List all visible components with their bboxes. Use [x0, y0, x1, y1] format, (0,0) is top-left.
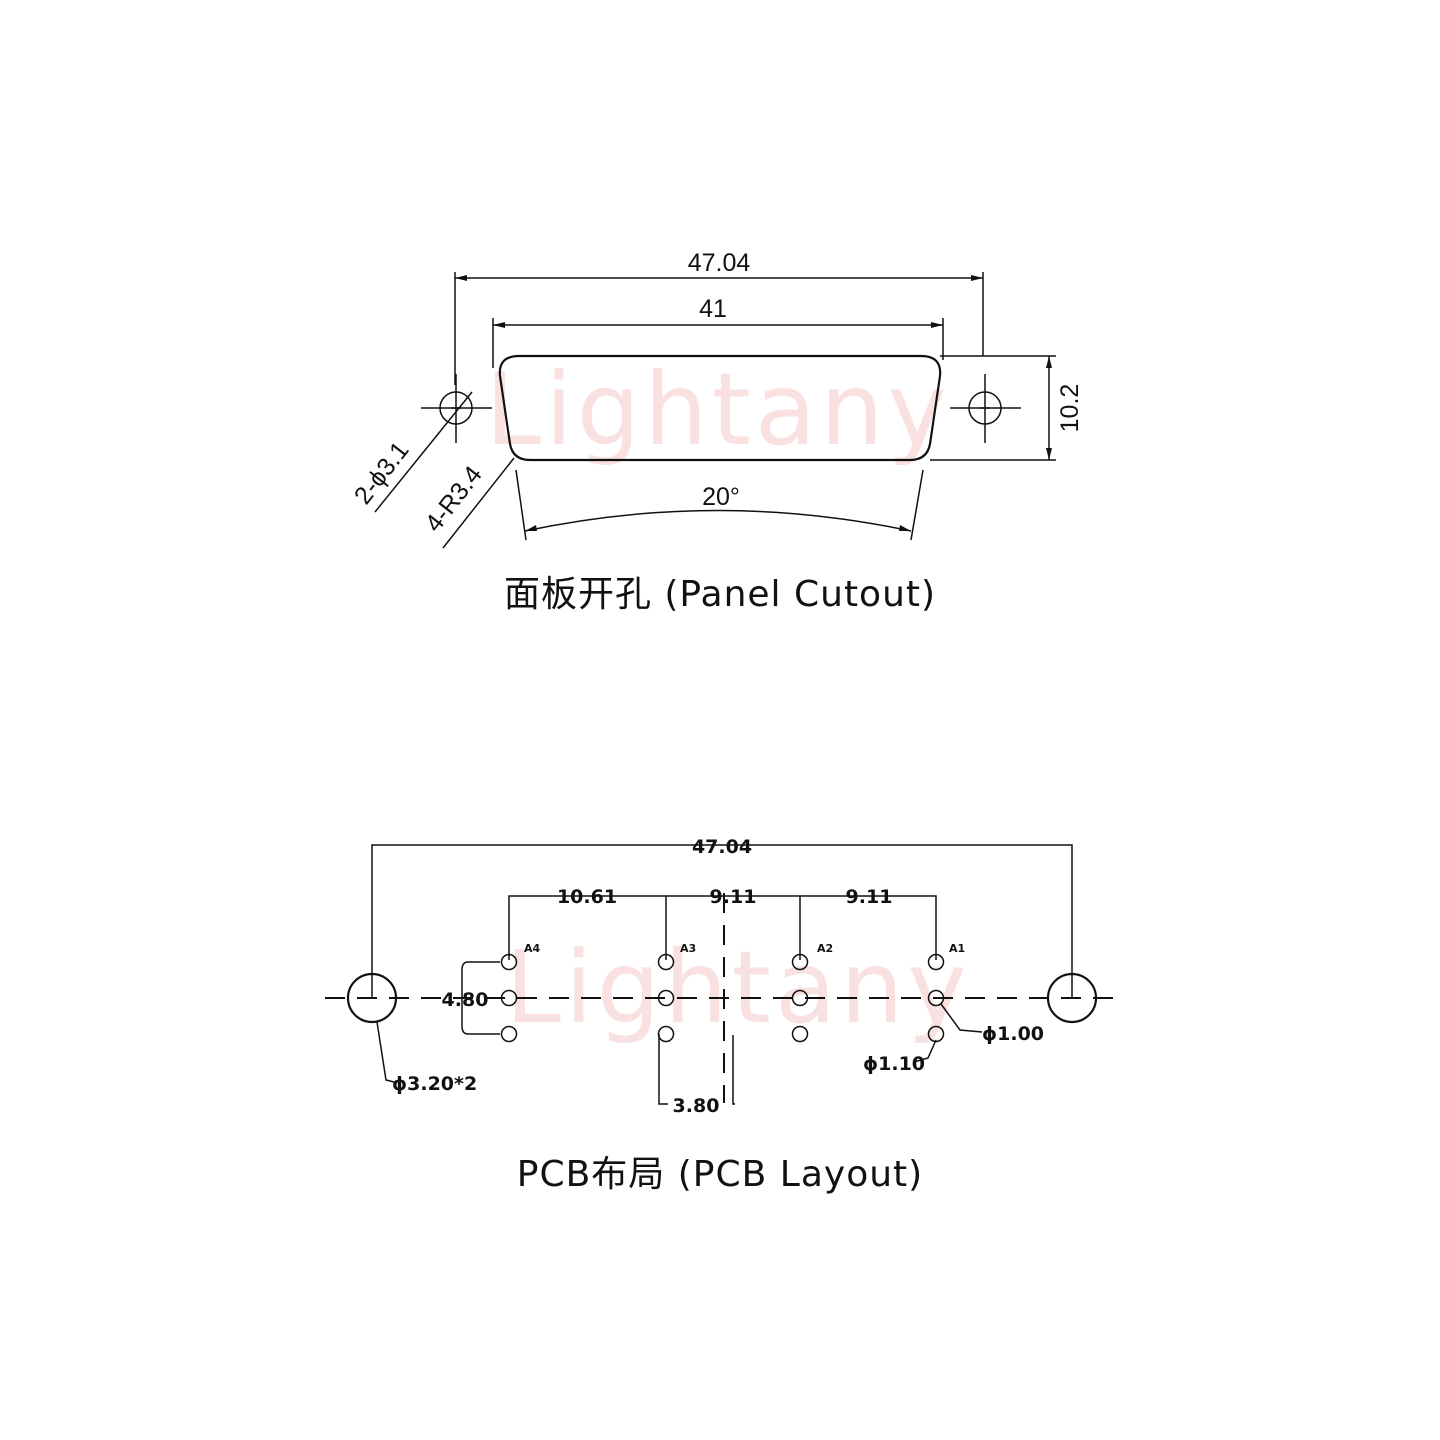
pcb-mount-hole-diameter: ϕ3.20*2	[392, 1073, 477, 1095]
arrow-head	[971, 275, 983, 281]
panel-cutout-caption: 面板开孔 (Panel Cutout)	[504, 574, 936, 615]
pin-hole	[500, 989, 518, 1007]
pcb-pitch-1: 10.61	[557, 886, 617, 908]
panel-corner-radius: 4-R3.4	[420, 461, 488, 537]
arrow-head	[455, 275, 467, 281]
leader-line-signal-hole	[913, 1039, 937, 1063]
pin-hole	[927, 989, 945, 1007]
pin-hole	[500, 953, 518, 971]
pcb-layout-caption: PCB布局 (PCB Layout)	[517, 1154, 923, 1195]
pin-hole	[657, 953, 675, 971]
pin-label-a2: A2	[817, 942, 833, 955]
panel-cutout-drawing: Lightany 47.04 41 10.2	[349, 249, 1084, 615]
leader-line-radius	[442, 457, 515, 549]
pcb-pitch-2: 9.11	[710, 886, 757, 908]
pin-hole	[657, 989, 675, 1007]
pin-hole	[791, 953, 809, 971]
watermark: Lightany	[485, 351, 950, 468]
pin-label-a4: A4	[524, 942, 541, 955]
pcb-overall-width: 47.04	[692, 836, 752, 858]
mount-hole-left	[421, 374, 492, 443]
arrow-head	[899, 525, 911, 531]
dimension-bracket-left	[461, 961, 500, 1035]
leader-line-mount-hole	[376, 1021, 395, 1083]
arrow-head	[525, 525, 537, 531]
watermark: Lightany	[505, 929, 970, 1046]
arrow-head	[1046, 448, 1052, 460]
pcb-row-offset: 3.80	[673, 1095, 720, 1117]
pcb-pitch-3: 9.11	[846, 886, 893, 908]
pin-label-a1: A1	[949, 942, 965, 955]
panel-angle: 20°	[702, 483, 740, 511]
dimension-line-row-offset	[732, 1035, 735, 1105]
pcb-layout-drawing: Lightany 47.04 10.61 9.11 9.11	[325, 836, 1118, 1195]
panel-height: 10.2	[1056, 384, 1084, 433]
dimension-line-row-offset	[658, 1034, 668, 1105]
extension-line	[910, 469, 924, 541]
mount-hole-right	[950, 374, 1021, 443]
pcb-mount-hole-left	[346, 972, 398, 1024]
arrow-head	[1046, 356, 1052, 368]
panel-hole-diameter: 2-ϕ3.1	[349, 436, 415, 509]
arrow-head	[931, 322, 943, 328]
angle-arc	[524, 509, 912, 532]
pcb-pin-hole-diameter: ϕ1.00	[982, 1023, 1044, 1045]
dimension-line-overall	[371, 844, 1073, 998]
leader-line-pin-hole	[940, 1003, 983, 1033]
pcb-left-pitch: 4.80	[442, 989, 489, 1011]
pin-hole	[791, 989, 809, 1007]
pin-hole	[500, 1025, 518, 1043]
pin-hole	[791, 1025, 809, 1043]
dimension-line-pitch-1	[508, 895, 667, 960]
panel-overall-width: 47.04	[688, 249, 751, 277]
pcb-mount-hole-right	[1046, 972, 1098, 1024]
d-sub-cutout-outline	[498, 354, 942, 462]
pcb-signal-hole-diameter: ϕ1.10	[863, 1053, 925, 1075]
leader-line-hole	[374, 391, 473, 513]
panel-cutout-width: 41	[699, 295, 727, 323]
extension-line	[515, 469, 527, 541]
arrow-head	[493, 322, 505, 328]
pin-label-a3: A3	[680, 942, 696, 955]
pin-hole	[927, 953, 945, 971]
dimension-line-pitch-3	[800, 895, 937, 960]
